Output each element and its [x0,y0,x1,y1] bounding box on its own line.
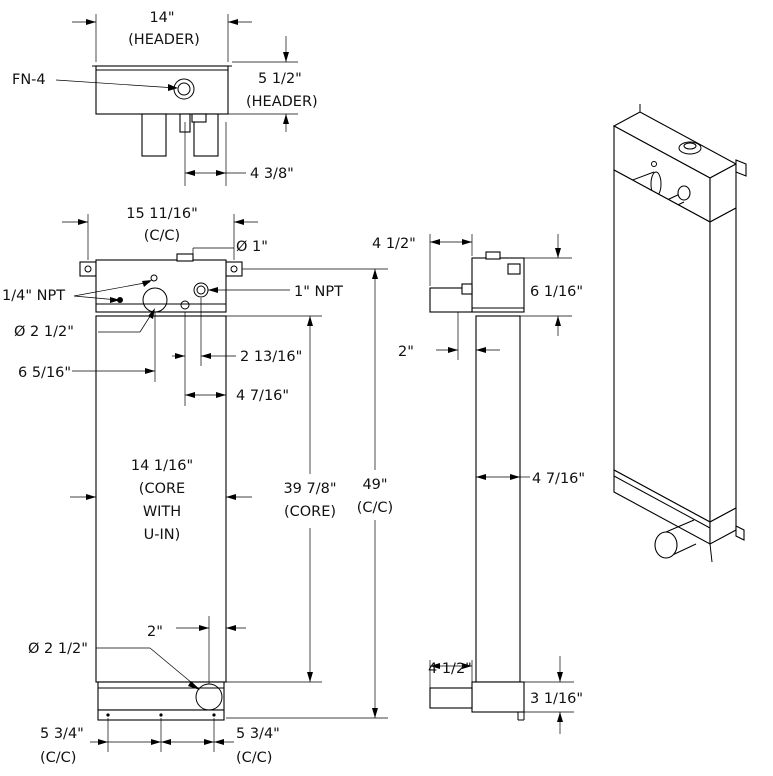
top-outlet-offset: 4 3/8" [250,166,294,182]
front-view: 15 11/16" (C/C) Ø 1" 1/4" NPT 1" NPT Ø 2… [2,206,393,766]
mount-width-note: (C/C) [144,228,180,244]
outlet-offset: 2" [147,624,163,640]
side-header-height: 6 1/16" [530,284,583,300]
iso-outlet-tube [654,531,678,559]
port-offset-b: 4 7/16" [236,388,289,404]
top-header-height: 5 1/2" [258,71,302,87]
isometric-view [612,104,747,563]
top-inlet-tube [141,113,167,157]
core-width: 14 1/16" [131,458,193,474]
side-bottom-offset: 4 1/2" [428,661,472,677]
mount-tab-right [225,261,243,277]
side-top-offset: 4 1/2" [372,236,416,252]
core-width-note-3: U-IN) [144,527,181,543]
side-view: 4 1/2" 6 1/16" 2" 4 7/16" 4 1/2" [372,234,585,734]
one-inch-npt-label: 1" NPT [294,284,343,300]
top-header-body [95,65,229,115]
side-bottom-tank [471,681,525,713]
side-outlet-tube [429,687,473,709]
top-header-height-note: (HEADER) [246,94,318,110]
mount-tab-left [79,261,97,277]
quarter-npt-label: 1/4" NPT [2,288,65,304]
core-height-note: (CORE) [284,504,336,520]
top-view: 14" (HEADER) 5 1/2" (HEADER) FN-4 4 3/8" [12,10,318,186]
bottom-right-note: (C/C) [236,750,272,766]
bottom-right-dim: 5 3/4" [236,726,280,742]
inlet-offset: 6 5/16" [18,365,71,381]
overall-height: 49" [362,477,387,493]
inlet-diameter: Ø 2 1/2" [14,324,74,340]
side-core [475,315,521,683]
side-inlet-offset: 2" [398,344,414,360]
bottom-left-dim: 5 3/4" [40,726,84,742]
top-header-width: 14" [149,10,174,26]
core-height: 39 7/8" [283,481,336,497]
mount-width: 15 11/16" [126,206,198,222]
front-core [95,315,227,683]
core-width-note-1: (CORE [139,481,185,497]
front-bottom-tank [97,681,225,711]
overall-height-note: (C/C) [357,500,393,516]
top-header-width-note: (HEADER) [128,32,200,48]
iso-core [613,169,711,523]
outlet-diameter: Ø 2 1/2" [28,641,88,657]
bottom-left-note: (C/C) [40,750,76,766]
side-core-depth: 4 7/16" [532,471,585,487]
side-tank-height: 3 1/16" [530,691,583,707]
cap-diameter: Ø 1" [236,239,268,255]
core-width-note-2: WITH [143,504,181,520]
port-offset-a: 2 13/16" [240,349,302,365]
fill-neck-label: FN-4 [12,72,46,88]
iso-filler-cap-icon [678,141,702,155]
